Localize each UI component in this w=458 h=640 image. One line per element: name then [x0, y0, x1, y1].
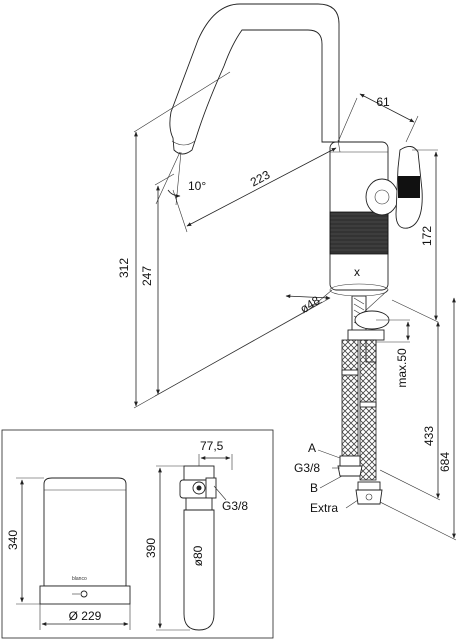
tank-brand: blanco — [72, 576, 87, 582]
connection-label-b: B — [310, 481, 318, 495]
dim-thickness: max.50 — [376, 319, 410, 388]
dim-heights: 312 247 — [117, 71, 331, 409]
filter-thread-label: G3/8 — [222, 499, 248, 513]
dim-angle-label: 10° — [188, 179, 206, 193]
faucet-band — [329, 211, 389, 255]
dim-body-height: 172 — [391, 149, 439, 323]
faucet-handle — [365, 146, 423, 229]
faucet-spout — [169, 3, 340, 155]
dim-tank-diameter: Ø 229 — [39, 604, 131, 630]
dim-tank-height-label: 340 — [6, 530, 20, 550]
dim-body-height-label: 172 — [420, 226, 434, 246]
connection-label-a: A — [308, 441, 316, 455]
tank-drawing: blanco 340 Ø 229 — [6, 477, 131, 630]
filter-diameter-label: ø80 — [191, 545, 205, 566]
dim-total-length-label: 684 — [438, 452, 452, 472]
dim-tank-diameter-label: Ø 229 — [69, 609, 102, 623]
inset-box — [1, 429, 274, 639]
tank-connector — [72, 590, 88, 598]
dim-tank-height: 340 — [6, 477, 44, 605]
dim-spout-height-label: 247 — [140, 266, 154, 286]
connection-label-extra: Extra — [310, 501, 338, 515]
faucet-brand-mark: x — [354, 265, 360, 279]
dim-total-height-label: 312 — [117, 258, 131, 278]
dim-hose-length-label: 433 — [422, 426, 436, 446]
supply-hoses — [337, 339, 383, 505]
dim-filter-height: 390 — [144, 465, 190, 631]
dim-angle: 10° — [155, 151, 206, 206]
dim-lengths: 433 684 — [379, 297, 457, 541]
dim-filter-height-label: 390 — [144, 538, 158, 558]
filter-drawing: 77,5 G3/8 390 ø80 — [144, 439, 248, 631]
faucet-drawing: x — [117, 3, 457, 541]
connection-labels: A G3/8 B Extra — [294, 441, 359, 515]
dim-filter-offset-label: 77,5 — [200, 439, 224, 453]
filter-thread: G3/8 — [213, 485, 248, 513]
dim-reach-label: 223 — [248, 167, 273, 189]
dim-filter-offset: 77,5 — [198, 439, 233, 470]
dim-thickness-label: max.50 — [395, 348, 409, 388]
connection-label-thread: G3/8 — [294, 461, 320, 475]
dim-handle-label: 61 — [376, 95, 390, 109]
dim-handle: 61 — [337, 93, 419, 143]
